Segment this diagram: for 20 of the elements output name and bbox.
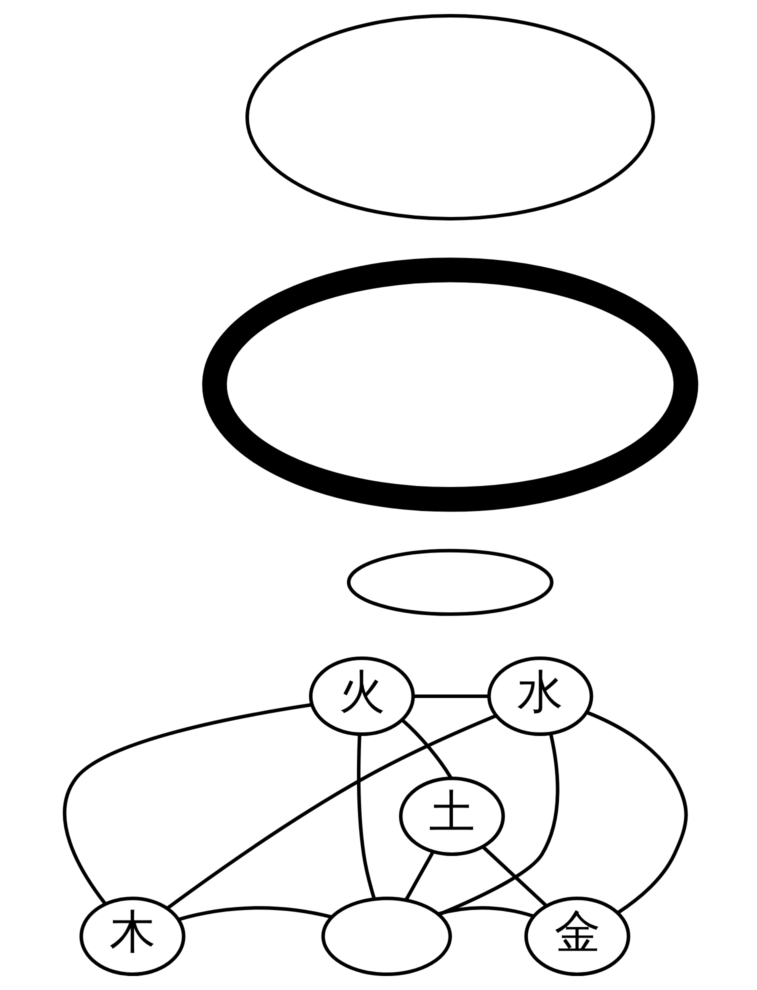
node-ellipse: 火 (308, 656, 415, 736)
connector (357, 734, 376, 900)
node-circle (346, 548, 554, 616)
connector (166, 714, 496, 910)
node-picture (202, 258, 698, 512)
connector (482, 846, 548, 907)
node-circle (321, 896, 452, 976)
connector (438, 733, 560, 916)
connector (178, 906, 332, 922)
connector (401, 718, 453, 779)
connector (413, 694, 489, 698)
node-ellipse: 水 (487, 656, 594, 736)
node-circle (245, 14, 655, 220)
node-ellipse: 土 (399, 776, 505, 856)
connector (586, 710, 688, 914)
connector (438, 906, 534, 918)
connector (63, 703, 312, 905)
node-ellipse: 木 (80, 896, 186, 976)
node-ellipse: 金 (524, 896, 630, 976)
connector (404, 850, 435, 901)
